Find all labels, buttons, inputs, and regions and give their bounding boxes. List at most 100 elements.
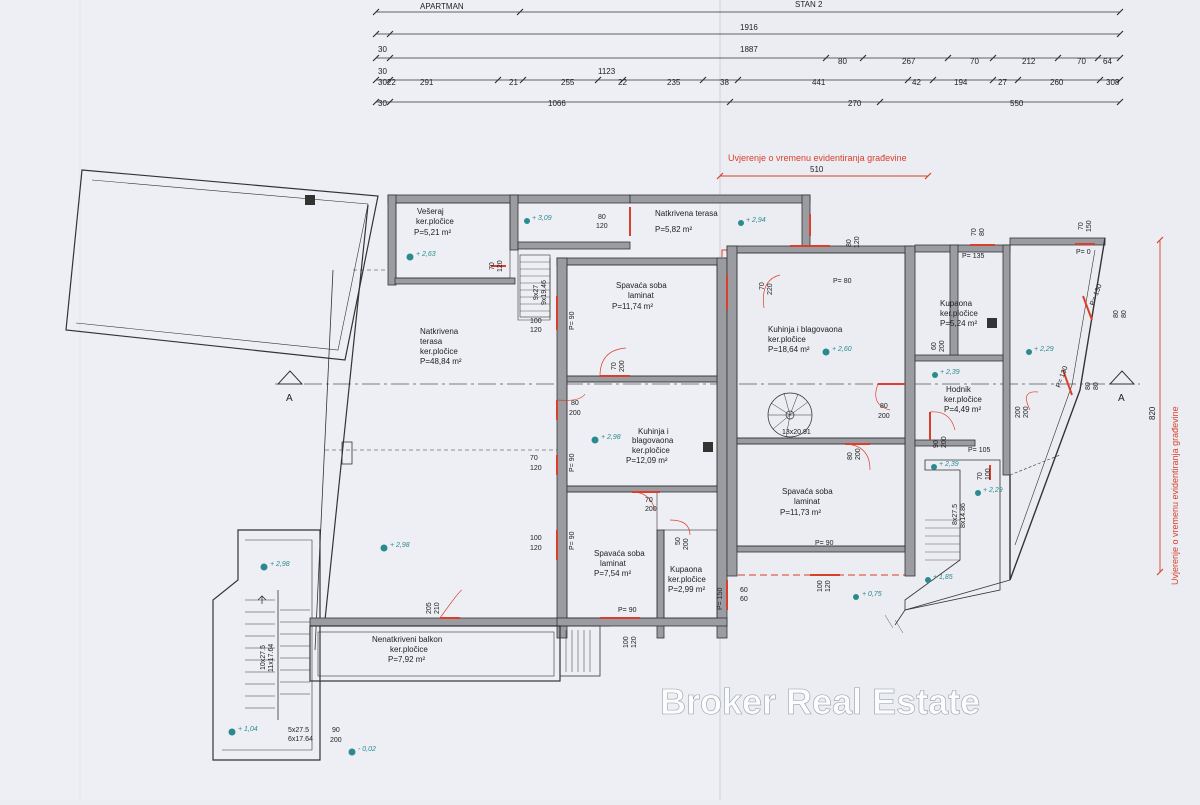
room-floor: ker.pločice xyxy=(416,217,454,226)
dim-label: 80 xyxy=(838,57,847,66)
dim-label: 1123 xyxy=(598,67,616,76)
opening-label: 210 xyxy=(434,602,441,614)
dim-label: 1887 xyxy=(740,45,758,54)
opening-label: 150 xyxy=(1086,220,1093,232)
opening-label: 100 xyxy=(530,318,542,325)
dim-label: 291 xyxy=(420,78,434,87)
room-name: Natkrivena xyxy=(420,327,459,336)
opening-label: 90 xyxy=(332,727,340,734)
sill-label: P= 90 xyxy=(569,453,576,472)
sill-label: P= 135 xyxy=(962,253,984,260)
room-area: P=7,54 m² xyxy=(594,569,631,578)
red-label-side: Uvjerenje o vremenu evidentiranja građev… xyxy=(1170,406,1180,585)
watermark: Broker Real Estate xyxy=(660,681,980,722)
level-label: + 1,04 xyxy=(238,726,258,733)
left-wing xyxy=(65,169,560,761)
room-area: P=2,99 m² xyxy=(668,585,705,594)
room-area: P=5,24 m² xyxy=(940,319,977,328)
dim-label: 270 xyxy=(848,99,862,108)
dim-label: 27 xyxy=(998,78,1007,87)
opening-label: 205 xyxy=(426,602,433,614)
opening-label: 120 xyxy=(825,580,832,592)
sill-label: P= 90 xyxy=(618,607,637,614)
level-label: + 0,75 xyxy=(862,591,882,598)
opening-label: 60 xyxy=(740,587,748,594)
stair-label: 8x27.5 xyxy=(952,504,959,525)
room-kupaona-2: Kupaona ker.pločice P=5,24 m² xyxy=(940,299,978,328)
stair-label: 9x19.46 xyxy=(541,280,548,305)
header-right: STAN 2 xyxy=(795,0,823,9)
opening-label: 200 xyxy=(939,340,946,352)
opening-label: 200 xyxy=(855,448,862,460)
section-label-left: A xyxy=(286,393,293,404)
opening-label: 70 xyxy=(759,282,766,290)
stair-label: 8x14.86 xyxy=(960,503,967,528)
dim-label: 64 xyxy=(1103,57,1112,66)
room-spavaca-3: Spavaća soba laminat P=11,73 m² xyxy=(780,487,833,517)
room-name: Spavaća soba xyxy=(594,549,645,558)
dim-label: 550 xyxy=(1010,99,1024,108)
opening-label: 100 xyxy=(985,468,992,480)
opening-marks xyxy=(440,207,1095,619)
room-area: P=12,09 m² xyxy=(626,456,668,465)
level-label: + 2,29 xyxy=(983,487,1003,494)
opening-label: 80 xyxy=(1113,310,1120,318)
dim-label: 70 xyxy=(970,57,979,66)
opening-label: 70 xyxy=(530,455,538,462)
section-line: A A xyxy=(275,370,1140,404)
room-name: Kuhinja i xyxy=(638,427,669,436)
dim-label: 3022 xyxy=(378,78,396,87)
sill-label: P= 90 xyxy=(569,531,576,550)
opening-label: 80 xyxy=(1085,382,1092,390)
opening-label: 200 xyxy=(619,360,626,372)
room-name: Spavaća soba xyxy=(616,281,667,290)
opening-label: 120 xyxy=(854,236,861,248)
opening-label: 80 xyxy=(846,239,853,247)
room-terasa-big: Natkrivena terasa ker.pločice P=48,84 m² xyxy=(420,327,462,366)
room-floor: ker.pločice xyxy=(390,645,428,654)
level-label: + 2,39 xyxy=(940,369,960,376)
room-spavaca-1: Spavaća soba laminat P=11,74 m² xyxy=(612,281,667,311)
opening-label: 80 xyxy=(880,403,888,410)
room-floor: ker.pločice xyxy=(668,575,706,584)
dim-label: 194 xyxy=(954,78,968,87)
opening-label: 70 xyxy=(1078,222,1085,230)
opening-label: 120 xyxy=(631,636,638,648)
dimension-rows xyxy=(372,8,1124,106)
room-veseraj: Vešeraj ker.pločice P=5,21 m² xyxy=(414,207,454,237)
opening-label: 80 xyxy=(1093,382,1100,390)
room-name: terasa xyxy=(420,337,443,346)
dim-label: 260 xyxy=(1050,78,1064,87)
room-terasa-top: Natkrivena terasa P=5,82 m² xyxy=(655,209,718,234)
opening-label: 70 xyxy=(645,497,653,504)
red-dim-top: 510 xyxy=(810,165,824,174)
opening-label: 220 xyxy=(767,283,774,295)
sill-label: P= 90 xyxy=(569,311,576,330)
door-swings xyxy=(439,274,1039,619)
dim-label: 22 xyxy=(618,78,627,87)
room-floor: laminat xyxy=(628,291,655,300)
opening-label: 50 xyxy=(675,537,682,545)
level-label: + 2,39 xyxy=(939,461,959,468)
opening-label: 100 xyxy=(623,636,630,648)
room-spavaca-2: Spavaća soba laminat P=7,54 m² xyxy=(594,549,645,578)
opening-label: 100 xyxy=(530,535,542,542)
room-name: Vešeraj xyxy=(417,207,444,216)
stair-label: 9x27 xyxy=(533,285,540,300)
level-label: + 3,09 xyxy=(532,215,552,222)
level-label: + 2,98 xyxy=(601,434,621,441)
room-area: P=4,49 m² xyxy=(944,405,981,414)
room-name: Hodnik xyxy=(946,385,972,394)
sill-label: P= 0 xyxy=(1076,249,1091,256)
stair-label: 5x27.5 xyxy=(288,727,309,734)
dim-label: 30 xyxy=(378,99,387,108)
sill-label: P= 80 xyxy=(833,278,852,285)
room-floor: ker.pločice xyxy=(944,395,982,404)
room-floor: laminat xyxy=(600,559,627,568)
opening-label: 120 xyxy=(596,223,608,230)
room-area: P=48,84 m² xyxy=(420,357,462,366)
dim-label: 38 xyxy=(720,78,729,87)
dim-label: 255 xyxy=(561,78,575,87)
stair-label: 11x17.64 xyxy=(268,644,275,672)
